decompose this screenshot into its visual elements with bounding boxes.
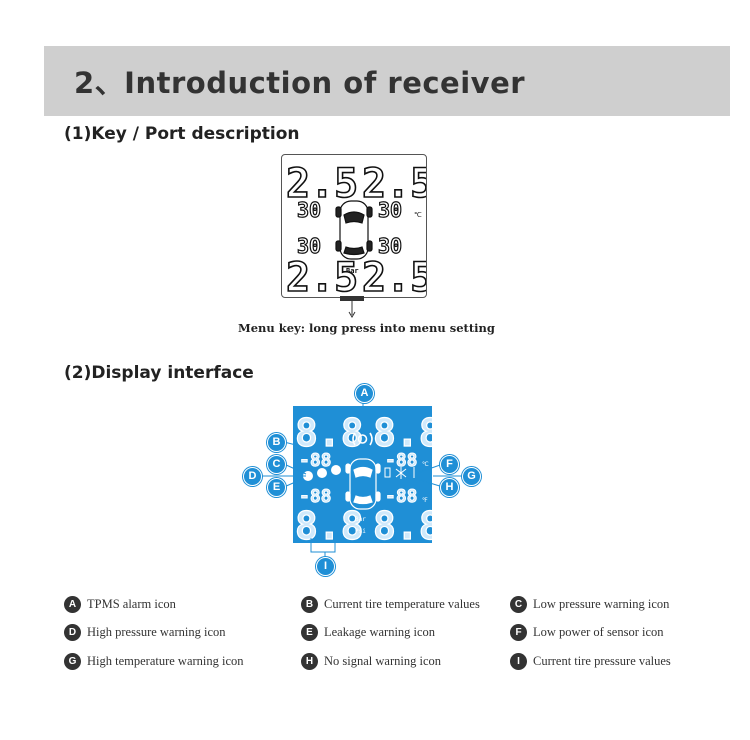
legend-text-c: Low pressure warning icon — [533, 597, 670, 611]
arrow-down-icon — [348, 301, 356, 318]
legend-item-b: B Current tire temperature values — [301, 596, 480, 613]
pressure-value-rr: 2.5 — [362, 255, 426, 297]
legend-item-h: H No signal warning icon — [301, 653, 441, 670]
legend-letter-g: G — [64, 653, 81, 670]
callout-g: G — [462, 467, 481, 486]
car-top-view-icon — [345, 458, 381, 510]
leakage-warning-icon — [331, 465, 341, 475]
temperature-segment-fr: -88 — [385, 450, 418, 471]
no-signal-warning-icon — [395, 467, 407, 479]
legend-text-b: Current tire temperature values — [324, 597, 480, 611]
pressure-segment-rr: 8.8 — [373, 504, 432, 543]
unit-psi-label: Psi — [355, 528, 366, 535]
callout-b: B — [267, 433, 286, 452]
temperature-segment-rr: -88 — [385, 486, 418, 507]
callout-c: C — [267, 455, 286, 474]
legend-letter-b: B — [301, 596, 318, 613]
legend-text-e: Leakage warning icon — [324, 625, 436, 639]
legend-letter-d: D — [64, 624, 81, 641]
section-title-key-port: (1)Key / Port description — [64, 124, 300, 144]
legend-text-f: Low power of sensor icon — [533, 625, 664, 639]
legend-letter-c: C — [510, 596, 527, 613]
receiver-display-mono: 2.5 2.5 30 30 ℃ 30 30 Bar 2.5 2.5 — [281, 154, 427, 298]
pressure-value-rl: 2.5 — [286, 255, 358, 297]
legend-item-e: E Leakage warning icon — [301, 624, 435, 641]
temperature-unit: ℃ — [414, 211, 422, 219]
callout-a: A — [355, 384, 374, 403]
receiver-display-color: 8.8 8.8 -88 -88 ℃ -88 -8 — [293, 406, 442, 549]
section-header-banner: 2、Introduction of receiver — [44, 46, 730, 116]
temperature-segment-fl: -88 — [299, 450, 332, 471]
pressure-segment-fl: 8.8 — [295, 411, 364, 455]
pressure-value-fr: 2.5 — [362, 161, 426, 207]
temperature-segment-rl: -88 — [299, 486, 332, 507]
page-title: 2、Introduction of receiver — [74, 66, 526, 100]
unit-bar-label: Bar — [355, 516, 366, 523]
legend-letter-i: I — [510, 653, 527, 670]
temperature-value-rr: 30 — [378, 234, 402, 258]
car-top-view-icon — [335, 200, 373, 260]
legend-item-a: A TPMS alarm icon — [64, 596, 176, 613]
temp-unit-c: ℃ — [422, 461, 429, 468]
callout-d: D — [243, 467, 262, 486]
legend-text-h: No signal warning icon — [324, 654, 441, 668]
low-pressure-warning-icon — [317, 468, 327, 478]
legend-letter-a: A — [64, 596, 81, 613]
legend-text-i: Current tire pressure values — [533, 654, 671, 668]
legend-text-a: TPMS alarm icon — [87, 597, 176, 611]
menu-key-button[interactable] — [340, 296, 364, 301]
low-power-sensor-icon — [384, 467, 391, 478]
legend-letter-e: E — [301, 624, 318, 641]
section-title-display-interface: (2)Display interface — [64, 363, 254, 383]
tpms-alarm-icon — [352, 432, 373, 446]
sensor-status-icons — [384, 467, 415, 479]
pressure-segment-rl: 8.8 — [295, 504, 364, 543]
pressure-value-fl: 2.5 — [286, 161, 358, 207]
legend-item-f: F Low power of sensor icon — [510, 624, 664, 641]
legend-letter-f: F — [510, 624, 527, 641]
menu-key-caption: Menu key: long press into menu setting — [238, 321, 495, 335]
callout-f: F — [440, 455, 459, 474]
legend-item-d: D High pressure warning icon — [64, 624, 226, 641]
callout-h: H — [440, 478, 459, 497]
pressure-segment-fr: 8.8 — [373, 411, 432, 455]
legend-text-d: High pressure warning icon — [87, 625, 226, 639]
pressure-unit: Bar — [346, 267, 359, 275]
legend-item-c: C Low pressure warning icon — [510, 596, 669, 613]
legend-item-g: G High temperature warning icon — [64, 653, 244, 670]
temperature-value-fl: 30 — [297, 198, 321, 222]
legend-item-i: I Current tire pressure values — [510, 653, 671, 670]
temperature-value-rl: 30 — [297, 234, 321, 258]
legend-letter-h: H — [301, 653, 318, 670]
callout-i: I — [316, 557, 335, 576]
temp-unit-f: ℉ — [422, 497, 428, 504]
callout-e: E — [267, 478, 286, 497]
legend-text-g: High temperature warning icon — [87, 654, 244, 668]
temperature-value-fr: 30 — [378, 198, 402, 222]
